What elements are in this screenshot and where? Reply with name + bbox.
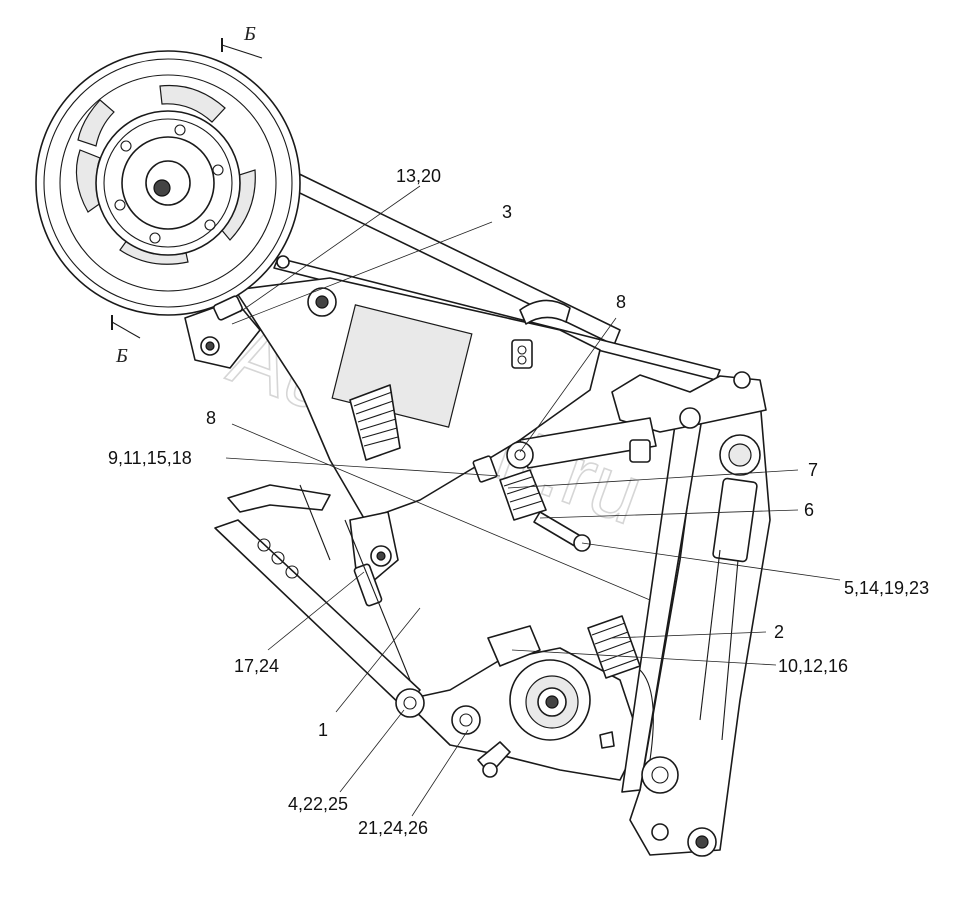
callout-7: 7 — [808, 460, 818, 480]
section-mark-top: Б — [221, 23, 263, 59]
callout-2: 2 — [774, 622, 784, 642]
callout-4-22-25: 4,22,25 — [288, 794, 348, 814]
callout-5-14-19-23: 5,14,19,23 — [844, 578, 929, 598]
cylinder — [506, 417, 657, 469]
section-mark-bottom: Б — [111, 315, 141, 367]
lower-plate — [395, 625, 641, 781]
callout-8-left: 8 — [206, 408, 216, 428]
callout-8-right: 8 — [616, 292, 626, 312]
callout-10-12-16: 10,12,16 — [778, 656, 848, 676]
pulley-bracket — [184, 295, 261, 369]
pulley-wheel — [35, 50, 301, 316]
spring-lower — [587, 615, 654, 761]
callout-1: 1 — [318, 720, 328, 740]
callout-6: 6 — [804, 500, 814, 520]
callout-3: 3 — [502, 202, 512, 222]
callout-21-24-26: 21,24,26 — [358, 818, 428, 838]
spring-upper — [349, 384, 401, 461]
callout-labels: 13,20 3 8 8 9,11,15,18 7 6 5,14,19,23 2 … — [108, 166, 929, 838]
right-column — [611, 371, 771, 857]
section-mark-top-label: Б — [243, 23, 256, 45]
callout-13-20: 13,20 — [396, 166, 441, 186]
left-arm-frame — [214, 484, 421, 709]
callout-9-11-15-18: 9,11,15,18 — [108, 448, 192, 468]
leader-lines — [225, 185, 841, 817]
callout-17-24: 17,24 — [234, 656, 279, 676]
spring-middle — [472, 455, 591, 552]
section-mark-bottom-label: Б — [115, 345, 128, 367]
